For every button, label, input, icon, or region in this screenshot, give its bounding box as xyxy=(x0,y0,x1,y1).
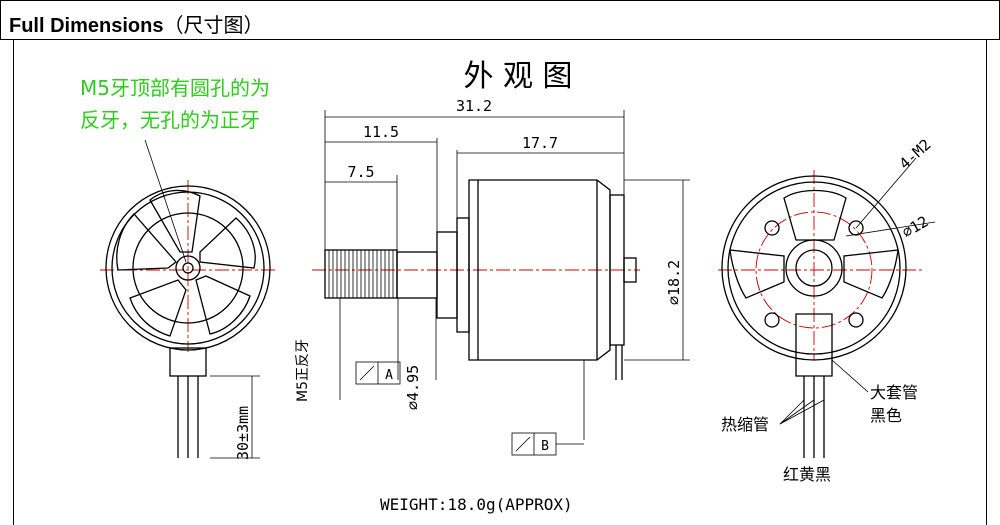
header-title: Full Dimensions（尺寸图） xyxy=(9,9,263,38)
motor-side-view xyxy=(312,110,690,456)
thread-label: M5正反牙 xyxy=(295,339,311,402)
header-title-en: Full Dimensions xyxy=(9,15,164,37)
note-line-1: M5牙顶部有圆孔的为 xyxy=(80,76,270,100)
header-bar: Full Dimensions（尺寸图） xyxy=(0,0,1000,40)
datum-a-label: A xyxy=(385,368,393,383)
dim-shaft-front: 11.5 xyxy=(363,123,399,141)
note-line-2: 反牙，无孔的为正牙 xyxy=(80,108,260,132)
mount-holes-label: 4-M2 xyxy=(896,135,935,173)
dim-diameter: ⌀18.2 xyxy=(665,260,683,305)
motor-rear-view xyxy=(718,157,936,458)
mount-circle-label: ⌀12 xyxy=(899,212,931,241)
dim-body: 17.7 xyxy=(522,134,558,152)
drawing-frame xyxy=(13,39,987,525)
label-shrink-tube: 热缩管 xyxy=(721,415,769,434)
lead-length-label: 30±3mm xyxy=(234,406,252,460)
dim-thread: 7.5 xyxy=(347,163,374,181)
drawing-title: 外 观 图 xyxy=(463,59,572,94)
weight-label: WEIGHT:18.0g(APPROX) xyxy=(380,495,573,514)
label-wire-colors: 红黄黑 xyxy=(783,465,831,484)
motor-front-view: 30±3mm xyxy=(100,139,275,460)
label-sleeve: 大套管 xyxy=(870,383,918,402)
datum-b-label: B xyxy=(541,439,549,454)
header-title-cn: （尺寸图） xyxy=(163,13,264,37)
dim-overall: 31.2 xyxy=(456,97,492,115)
dim-shaft-diameter: ⌀4.95 xyxy=(404,365,422,410)
label-black: 黑色 xyxy=(870,406,902,425)
